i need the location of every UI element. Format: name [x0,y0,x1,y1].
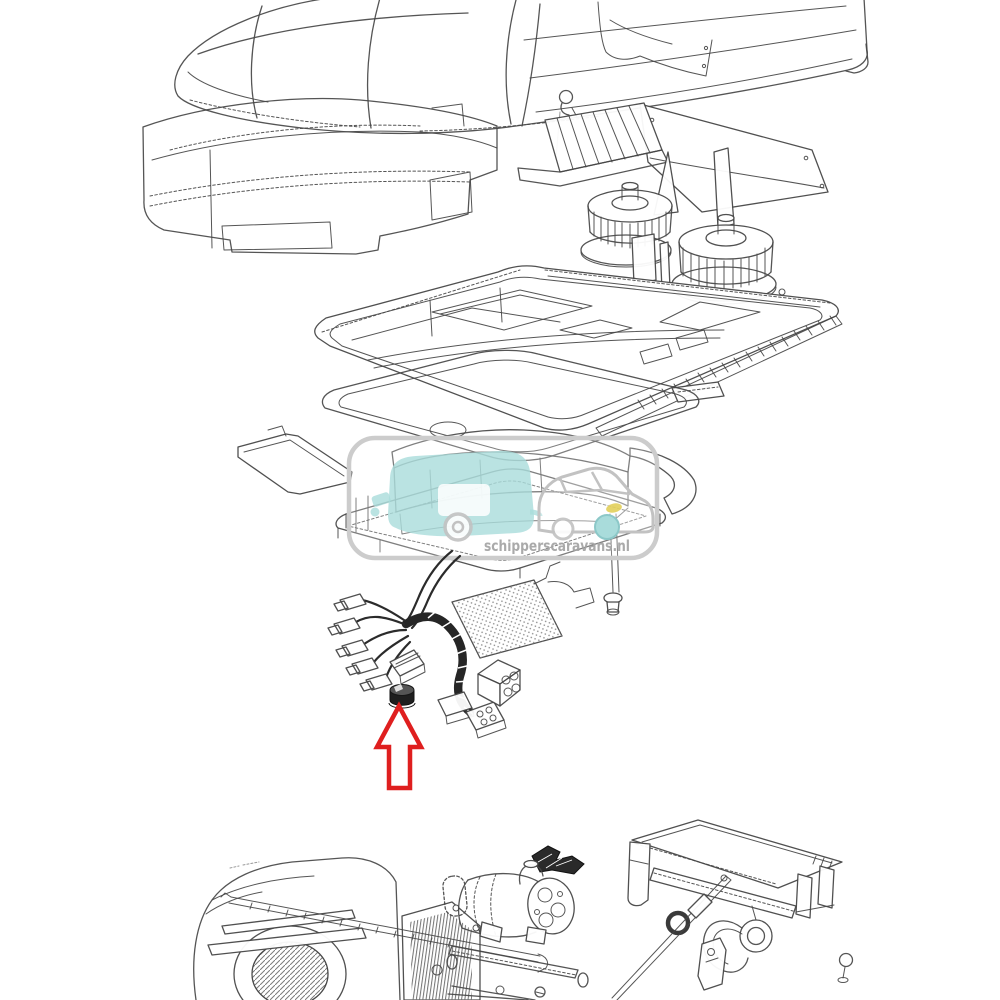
part-fixing-screw [603,513,623,616]
part-support-bracket [627,819,854,983]
part-cable-grommet [388,684,416,709]
watermark-caravan-logo [370,450,543,542]
part-base-pan [314,265,843,437]
watermark-text: schipperscaravans.nl [484,537,630,555]
part-o-ring [665,910,691,936]
part-baffle-plates [517,102,829,229]
part-foam-housing [142,97,498,255]
watermark-car-logo [537,466,655,541]
part-pin-connector [477,659,521,707]
part-mounting-rails [431,945,589,1000]
part-foam-pad [451,561,595,659]
part-strip-plate [237,425,353,495]
part-blower-wheels [580,181,786,305]
arrow-up-icon [373,701,425,791]
watermark: schipperscaravans.nl [346,435,660,561]
part-compressor [442,845,585,945]
part-evaporator-blower [193,857,549,1000]
part-outer-cover-shroud [174,0,869,159]
part-roof-seal-ring [321,349,700,462]
part-pipe-clamp [697,905,773,991]
part-indicator-arrow [373,701,425,791]
part-wiring-harness [327,549,507,739]
part-probe-tube [611,874,732,1000]
